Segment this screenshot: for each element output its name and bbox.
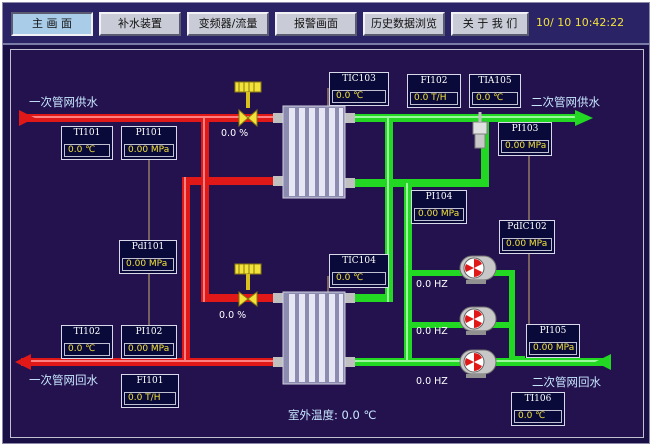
control-valve-tic104 bbox=[234, 263, 262, 308]
instrument-tag: PI103 bbox=[511, 124, 539, 134]
heat-exchanger-1 bbox=[282, 105, 346, 199]
instrument-tag: PI105 bbox=[539, 326, 567, 336]
instrument-value: 0.00 MPa bbox=[122, 258, 174, 271]
instrument-tag: TI101 bbox=[73, 128, 101, 138]
instrument-value: 0.0 T/H bbox=[410, 92, 458, 105]
instrument-fi102[interactable]: FI102 0.0 T/H bbox=[407, 74, 461, 108]
exchanger-stubs bbox=[273, 113, 355, 367]
instrument-value: 0.0 ℃ bbox=[64, 144, 110, 157]
instrument-pdi101[interactable]: PdI101 0.00 MPa bbox=[119, 240, 177, 274]
leader-lines bbox=[148, 88, 530, 325]
instrument-tag: PI102 bbox=[135, 327, 163, 337]
valve-tic104-opening: 0.0 % bbox=[219, 310, 247, 321]
instrument-tag: PI104 bbox=[425, 192, 453, 202]
instrument-pi101[interactable]: PI101 0.00 MPa bbox=[121, 126, 177, 160]
nav-alarm[interactable]: 报警画面 bbox=[275, 12, 357, 36]
label-secondary-return: 二次管网回水 bbox=[532, 375, 601, 389]
nav-bar: 主 画 面 补水装置 变频器/流量 报警画面 历史数据浏览 关 于 我 们 10… bbox=[3, 3, 649, 45]
instrument-tic104[interactable]: TIC104 0.0 ℃ bbox=[329, 254, 389, 288]
instrument-tag: TIC104 bbox=[342, 256, 376, 266]
relief-valve bbox=[472, 112, 488, 149]
pump-3 bbox=[459, 349, 497, 378]
piping-schematic bbox=[15, 81, 611, 385]
hot-pipes-highlight bbox=[21, 116, 283, 362]
instrument-value: 0.0 ℃ bbox=[514, 410, 562, 423]
instrument-pi102[interactable]: PI102 0.00 MPa bbox=[121, 325, 177, 359]
instrument-pi104[interactable]: PI104 0.00 MPa bbox=[411, 190, 467, 224]
instrument-value: 0.00 MPa bbox=[124, 343, 174, 356]
nav-makeup-water[interactable]: 补水装置 bbox=[99, 12, 181, 36]
outdoor-temperature: 室外温度: 0.0 ℃ bbox=[288, 408, 377, 422]
instrument-value: 0.00 MPa bbox=[414, 208, 464, 221]
label-primary-supply: 一次管网供水 bbox=[29, 95, 98, 109]
nav-main-screen[interactable]: 主 画 面 bbox=[11, 12, 93, 36]
instrument-tag: FI101 bbox=[136, 376, 164, 386]
instrument-value: 0.0 ℃ bbox=[332, 90, 386, 103]
instrument-tag: TIA105 bbox=[478, 76, 512, 86]
instrument-ti106[interactable]: TI106 0.0 ℃ bbox=[511, 392, 565, 426]
instrument-value: 0.0 T/H bbox=[124, 392, 176, 405]
instrument-pi105[interactable]: PI105 0.00 MPa bbox=[526, 324, 580, 358]
instrument-value: 0.0 ℃ bbox=[472, 92, 518, 105]
process-diagram: 一次管网供水 一次管网回水 二次管网供水 二次管网回水 室外温度: 0.0 ℃ … bbox=[10, 49, 644, 438]
instrument-ti102[interactable]: TI102 0.0 ℃ bbox=[61, 325, 113, 359]
instrument-tag: PdIC102 bbox=[507, 222, 547, 232]
instrument-tag: TIC103 bbox=[342, 74, 376, 84]
pump-1 bbox=[459, 255, 497, 284]
instrument-value: 0.00 MPa bbox=[124, 144, 174, 157]
heat-exchanger-2 bbox=[282, 291, 346, 385]
pump-2-frequency: 0.0 HZ bbox=[416, 326, 448, 337]
pump-2 bbox=[459, 306, 497, 335]
instrument-pi103[interactable]: PI103 0.00 MPa bbox=[498, 122, 552, 156]
instrument-value: 0.00 MPa bbox=[529, 342, 577, 355]
label-secondary-supply: 二次管网供水 bbox=[531, 95, 600, 109]
control-valve-tic103 bbox=[234, 81, 262, 128]
instrument-value: 0.0 ℃ bbox=[332, 272, 386, 285]
clock: 10/ 10 10:42:22 bbox=[536, 16, 625, 29]
valve-tic103-opening: 0.0 % bbox=[221, 128, 249, 139]
pump-1-frequency: 0.0 HZ bbox=[416, 279, 448, 290]
instrument-tag: TI102 bbox=[73, 327, 101, 337]
instrument-value: 0.00 MPa bbox=[502, 238, 552, 251]
instrument-ti101[interactable]: TI101 0.0 ℃ bbox=[61, 126, 113, 160]
instrument-value: 0.00 MPa bbox=[501, 140, 549, 153]
instrument-tag: FI102 bbox=[420, 76, 448, 86]
nav-about-us[interactable]: 关 于 我 们 bbox=[451, 12, 529, 36]
nav-history[interactable]: 历史数据浏览 bbox=[363, 12, 445, 36]
instrument-tic103[interactable]: TIC103 0.0 ℃ bbox=[329, 72, 389, 106]
instrument-tag: PdI101 bbox=[131, 242, 165, 252]
instrument-tia105[interactable]: TIA105 0.0 ℃ bbox=[469, 74, 521, 108]
instrument-fi101[interactable]: FI101 0.0 T/H bbox=[121, 374, 179, 408]
instrument-pdic102[interactable]: PdIC102 0.00 MPa bbox=[499, 220, 555, 254]
nav-inverter-flow[interactable]: 变频器/流量 bbox=[187, 12, 269, 36]
instrument-tag: TI106 bbox=[524, 394, 552, 404]
pump-3-frequency: 0.0 HZ bbox=[416, 376, 448, 387]
instrument-tag: PI101 bbox=[135, 128, 163, 138]
label-primary-return: 一次管网回水 bbox=[29, 373, 98, 387]
flow-arrows bbox=[15, 110, 611, 370]
instrument-value: 0.0 ℃ bbox=[64, 343, 110, 356]
